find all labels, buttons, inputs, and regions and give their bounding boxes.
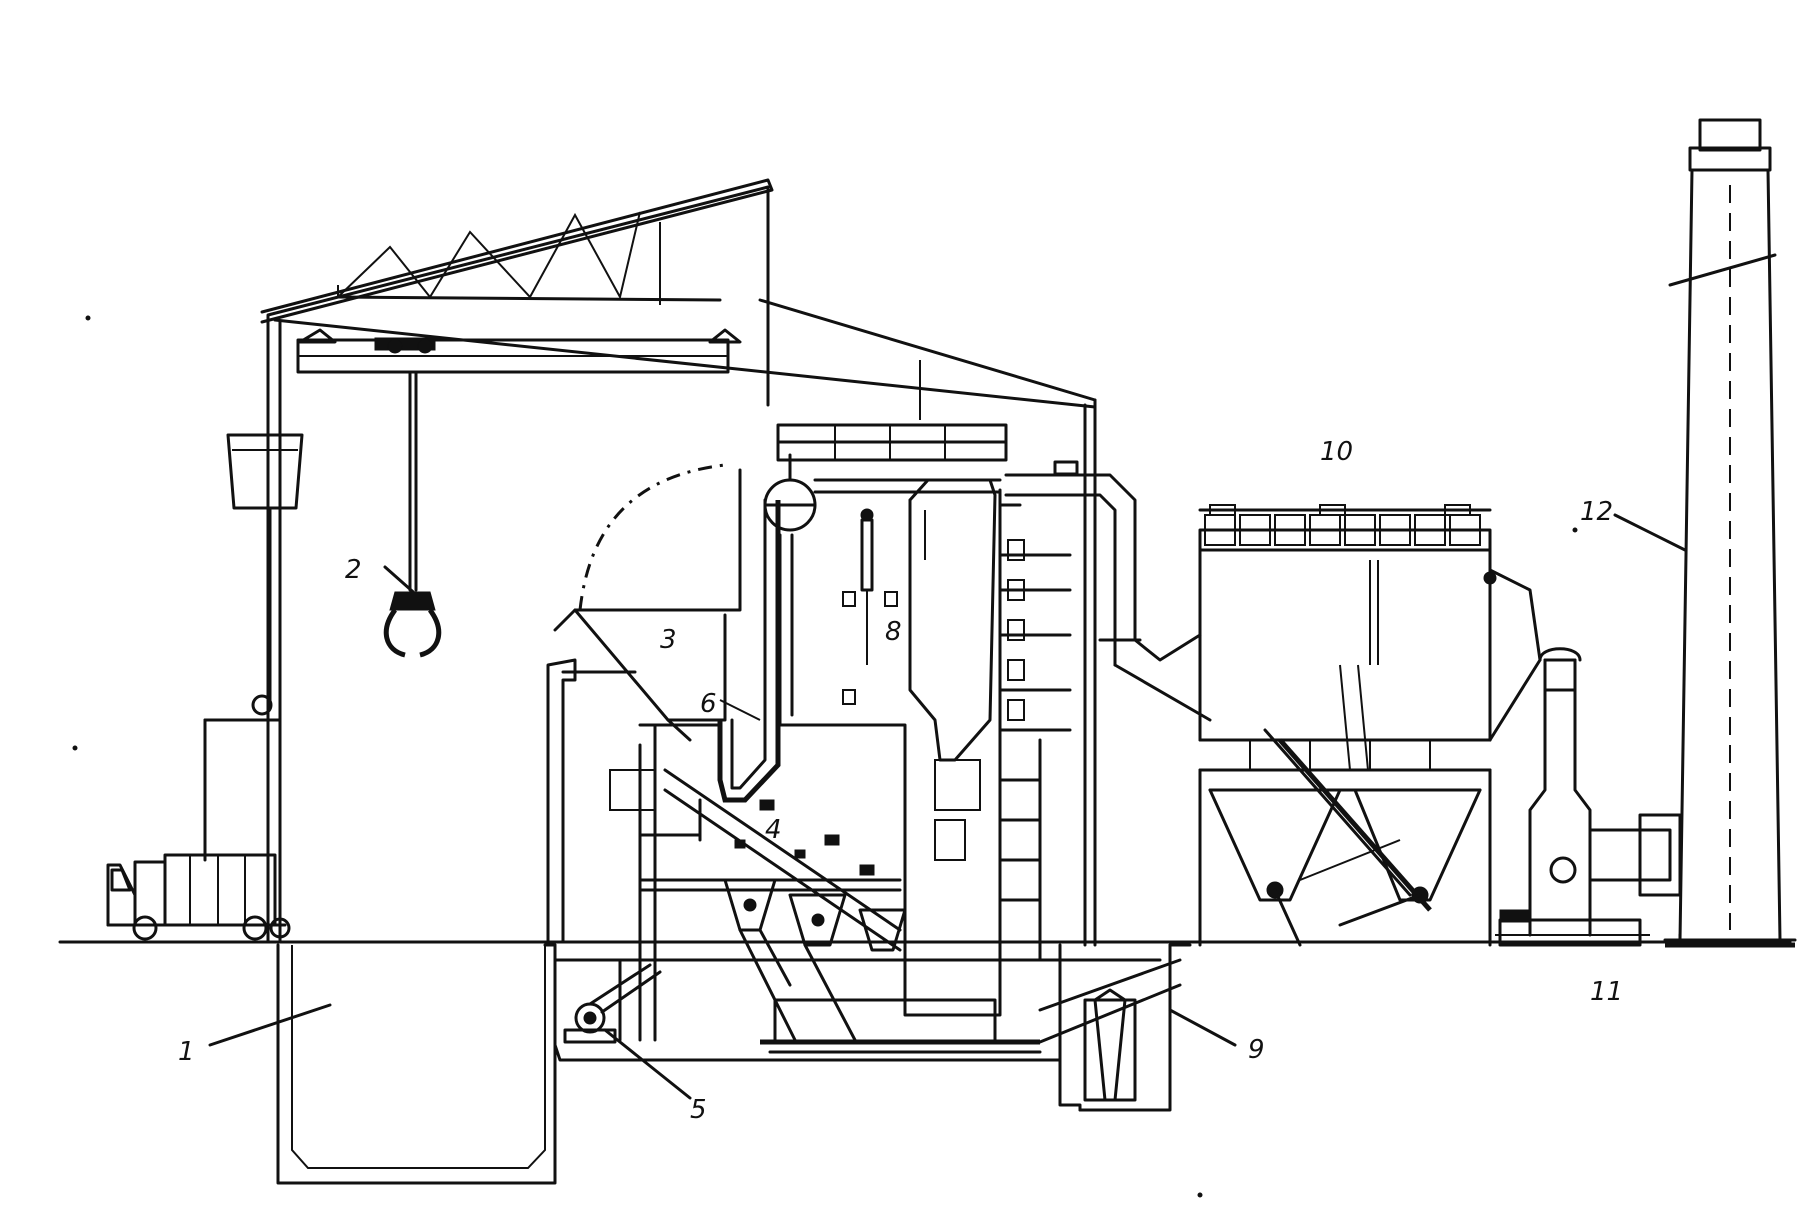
refuse-bunker — [276, 943, 557, 1185]
label-8: 8 — [885, 617, 902, 647]
label-9: 9 — [1248, 1035, 1265, 1065]
label-11: 11 — [1590, 977, 1623, 1007]
specks — [72, 315, 1578, 1198]
receiving-hall — [260, 178, 1097, 947]
crane-grab — [383, 370, 442, 658]
overhead-crane — [296, 328, 742, 374]
label-1: 1 — [178, 1037, 195, 1067]
label-2: 2 — [345, 555, 362, 585]
feed-hopper — [553, 463, 742, 742]
label-6: 6 — [700, 689, 717, 719]
chimney — [1663, 118, 1797, 948]
label-10: 10 — [1320, 437, 1353, 467]
downcomer-pipe — [717, 498, 781, 803]
callout-labels: 1 2 3 4 5 6 8 9 10 11 12 — [178, 437, 1623, 1125]
leader-lines — [208, 513, 1687, 1100]
label-4: 4 — [765, 815, 782, 845]
label-5: 5 — [690, 1095, 707, 1125]
flue-gas-fan — [1495, 647, 1682, 947]
label-3: 3 — [660, 625, 677, 655]
filter-house — [1198, 504, 1542, 947]
boiler-top — [763, 423, 1008, 532]
flue-duct — [1004, 460, 1212, 722]
basement — [553, 943, 1192, 1112]
garbage-truck — [106, 853, 291, 941]
bunker-wall — [546, 658, 637, 944]
label-12: 12 — [1580, 497, 1613, 527]
ash-extractor — [563, 963, 662, 1044]
roof-truss — [336, 211, 722, 302]
hall-left-details — [203, 433, 304, 862]
boiler-body — [778, 478, 1072, 1017]
